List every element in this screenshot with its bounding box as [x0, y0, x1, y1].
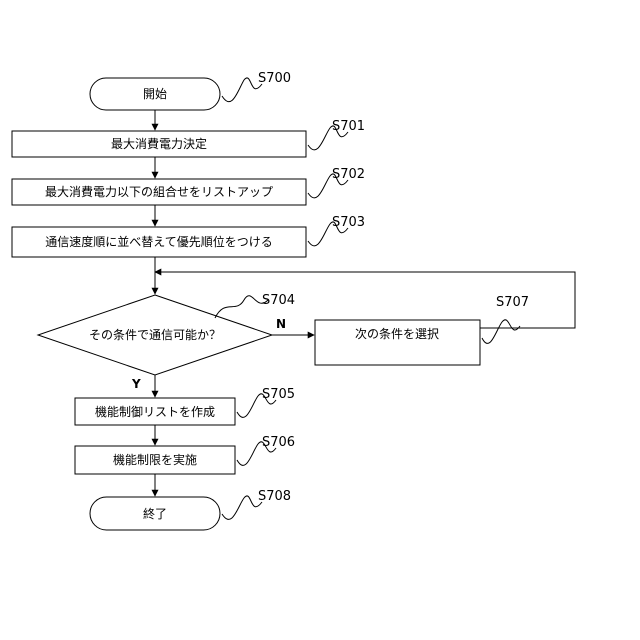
process-label-s702: 最大消費電力以下の組合せをリストアップ	[45, 184, 273, 199]
step-id-s708: S708	[258, 489, 291, 504]
step-id-s701: S701	[332, 119, 365, 134]
step-leader-s708	[222, 496, 262, 519]
step-id-s706: S706	[262, 435, 295, 450]
step-leader-s704	[215, 296, 268, 318]
process-label-s705: 機能制御リストを作成	[95, 404, 215, 419]
step-id-s702: S702	[332, 167, 365, 182]
process-box-s703: 通信速度順に並べ替えて優先順位をつける	[12, 227, 306, 257]
start-label: 開始	[143, 87, 167, 101]
decision-label-s704: その条件で通信可能か？	[89, 328, 221, 342]
step-leader-s700	[222, 78, 262, 102]
process-box-s706: 機能制限を実施	[75, 446, 235, 474]
step-id-s700: S700	[258, 71, 291, 86]
end-node: 終了	[90, 497, 220, 530]
process-box-s702: 最大消費電力以下の組合せをリストアップ	[12, 179, 306, 205]
process-label-s701: 最大消費電力決定	[111, 136, 207, 151]
step-id-s704: S704	[262, 293, 295, 308]
end-label: 終了	[143, 506, 167, 521]
process-label-s707: 次の条件を選択	[355, 327, 439, 341]
no-branch-label: N	[276, 317, 286, 331]
step-leader-s707	[482, 320, 520, 344]
process-box-s705: 機能制御リストを作成	[75, 398, 235, 425]
start-node: 開始	[90, 78, 220, 110]
yes-branch-label: Y	[131, 377, 141, 391]
process-box-s701: 最大消費電力決定	[12, 131, 306, 157]
step-id-s707: S707	[496, 295, 529, 310]
process-box-s707: 次の条件を選択	[315, 320, 480, 365]
step-id-s705: S705	[262, 387, 295, 402]
step-id-s703: S703	[332, 215, 365, 230]
decision-diamond-s704: その条件で通信可能か？	[38, 295, 272, 375]
process-label-s706: 機能制限を実施	[113, 452, 197, 467]
process-label-s703: 通信速度順に並べ替えて優先順位をつける	[45, 234, 272, 249]
